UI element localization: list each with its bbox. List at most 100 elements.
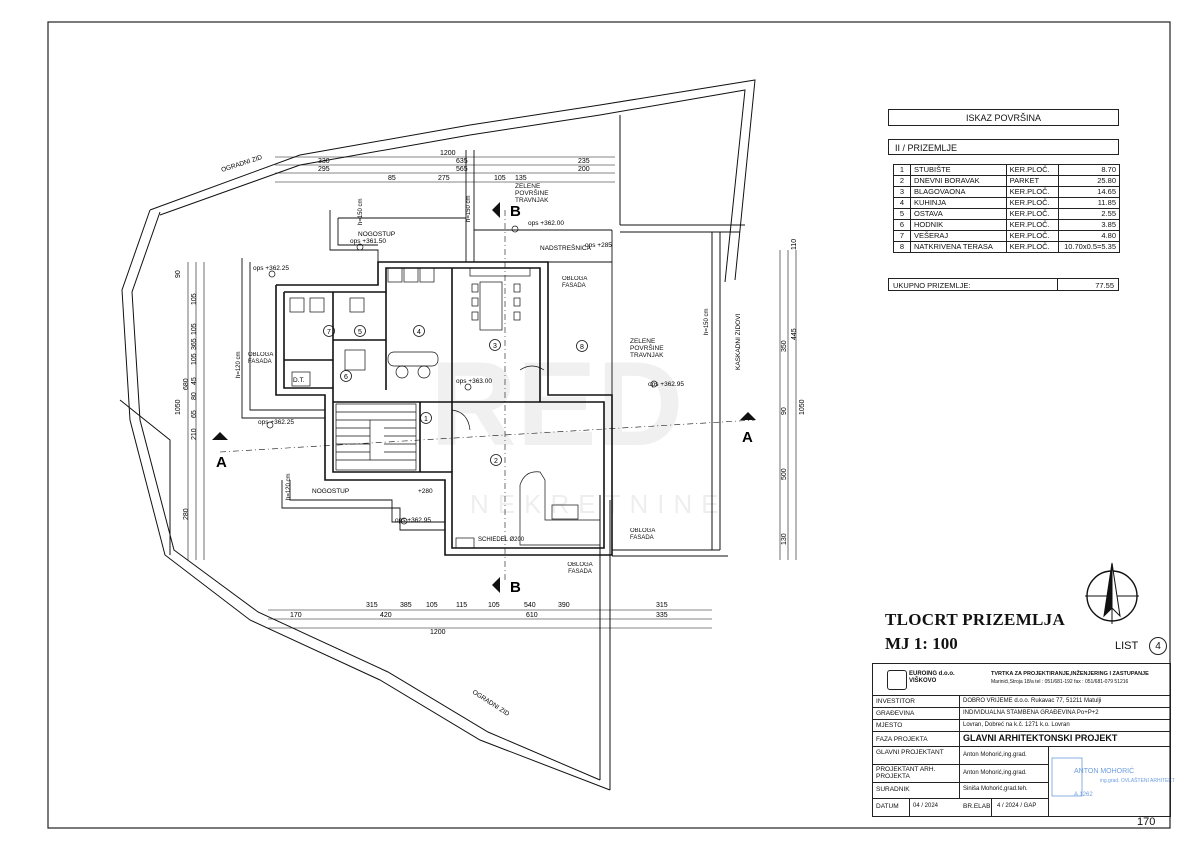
- area-cell-no: 8: [893, 241, 911, 253]
- dim-top-3a: 295: [318, 166, 330, 173]
- dt-label: D.T.: [293, 377, 305, 384]
- area-cell-name: STUBIŠTE: [910, 164, 1007, 176]
- level-markers: ops +361.50 ops +362.25 ops +362.00 ops …: [253, 220, 684, 524]
- sheet-number: 4: [1149, 637, 1167, 655]
- svg-text:90: 90: [781, 407, 788, 415]
- dim-top-4b: 275: [438, 175, 450, 182]
- height-label-2: h=120 cm: [236, 351, 242, 378]
- svg-text:3: 3: [493, 343, 497, 350]
- svg-text:680: 680: [183, 378, 190, 390]
- area-cell-floor: KER.PLOČ.: [1005, 186, 1060, 198]
- area-cell-no: 3: [893, 186, 911, 198]
- page-number: 170: [1137, 816, 1156, 828]
- area-cell-name: DNEVNI BORAVAK: [910, 175, 1007, 187]
- dim-bottom-2c: 610: [526, 612, 538, 619]
- company-logo-text: EUROING d.o.o. VIŠKOVO: [909, 671, 955, 684]
- svg-text:ing.grad. OVLAŠTENI ARHITEKT: ing.grad. OVLAŠTENI ARHITEKT: [1100, 777, 1175, 784]
- area-cell-no: 6: [893, 219, 911, 231]
- dim-bottom-1c: 105: [426, 602, 438, 609]
- area-cell-floor: KER.PLOČ.: [1005, 197, 1060, 209]
- gradevina-label: GRAĐEVINA: [876, 710, 915, 717]
- area-cell-name: OSTAVA: [910, 208, 1007, 220]
- svg-text:45: 45: [191, 377, 198, 385]
- svg-text:ops +362.95: ops +362.95: [395, 517, 431, 524]
- dim-bottom-1f: 540: [524, 602, 536, 609]
- area-table-title: ISKAZ POVRŠINA: [888, 109, 1119, 126]
- svg-text:105: 105: [191, 353, 198, 365]
- area-total-label: UKUPNO PRIZEMLJE:: [893, 281, 971, 290]
- area-cell-area: 4.80: [1058, 230, 1120, 242]
- area-cell-name: NATKRIVENA TERASA: [910, 241, 1007, 253]
- glavni-value: Anton Mohorić,ing.grad.: [963, 752, 1027, 758]
- area-cell-no: 2: [893, 175, 911, 187]
- green-area-top: ZELENE POVRŠINE TRAVNJAK: [515, 183, 549, 203]
- height-label-5: h=150 cm: [704, 308, 710, 335]
- area-cell-floor: KER.PLOČ.: [1005, 241, 1060, 253]
- section-a-left: A: [216, 454, 227, 471]
- terrace-walls: [612, 115, 745, 557]
- svg-text:1050: 1050: [799, 399, 806, 415]
- building-walls: [275, 261, 613, 556]
- title-block: EUROING d.o.o. VIŠKOVO TVRTKA ZA PROJEKT…: [872, 663, 1171, 817]
- svg-text:365: 365: [191, 338, 198, 350]
- watermark-sub: NEKRETNINE: [470, 489, 728, 519]
- obloga-label-3: OBLOGA FASADA: [630, 528, 656, 541]
- sheet-list-label: LIST: [1115, 640, 1139, 652]
- terrace-outline: [241, 150, 613, 531]
- area-cell-floor: KER.PLOČ.: [1005, 208, 1060, 220]
- svg-text:ops +362.25: ops +362.25: [258, 419, 294, 426]
- svg-text:210: 210: [191, 428, 198, 440]
- dim-bottom-1d: 115: [456, 602, 467, 609]
- datum-label: DATUM: [876, 803, 899, 810]
- faza-value: GLAVNI ARHITEKTONSKI PROJEKT: [963, 733, 1118, 743]
- dim-top-2a: 330: [318, 158, 330, 165]
- area-cell-area: 8.70: [1058, 164, 1120, 176]
- area-cell-floor: KER.PLOČ.: [1005, 219, 1060, 231]
- svg-text:ops +362.25: ops +362.25: [253, 265, 289, 272]
- svg-text:445: 445: [791, 328, 798, 340]
- schiedel-label: SCHIEDEL Ø200: [478, 537, 525, 543]
- svg-text:65: 65: [191, 410, 198, 418]
- svg-text:105: 105: [191, 293, 198, 305]
- retaining-wall-label: KASKADNI ZIDOVI: [735, 313, 742, 370]
- svg-text:105: 105: [191, 323, 198, 335]
- obloga-label-1: OBLOGA FASADA: [562, 276, 588, 289]
- area-cell-name: VEŠERAJ: [910, 230, 1007, 242]
- investitor-value: DOBRO VRIJEME d.o.o. Rukavac 77, 51211 M…: [963, 698, 1102, 704]
- room-numbers: 1 2 3 4 5 6 7 8: [327, 329, 584, 465]
- projektant-value: Anton Mohorić,ing.grad.: [963, 770, 1027, 776]
- svg-text:130: 130: [781, 533, 788, 545]
- area-cell-no: 4: [893, 197, 911, 209]
- fence-label-bottom: OGRADNI ZID: [471, 689, 511, 718]
- level-circles: [266, 225, 658, 525]
- furniture: [289, 267, 601, 549]
- dim-bottom-total: 1200: [430, 629, 446, 636]
- svg-text:80: 80: [191, 392, 198, 400]
- svg-text:1050: 1050: [175, 399, 182, 415]
- obloga-label-2: OBLOGA FASADA: [248, 352, 274, 365]
- company-address: Marinići,Stroja 18/a tel : 051/681-192 f…: [991, 679, 1129, 685]
- area-cell-floor: PARKET: [1005, 175, 1060, 187]
- architect-stamp: ANTON MOHORIĆ ing.grad. OVLAŠTENI ARHITE…: [1051, 757, 1175, 798]
- nogostup-top: NOGOSTUP: [358, 231, 395, 238]
- plan-title: TLOCRT PRIZEMLJA: [885, 610, 1066, 629]
- dim-bottom-1b: 385: [400, 602, 412, 609]
- dim-top-4a: 85: [388, 175, 396, 182]
- investitor-label: INVESTITOR: [876, 698, 915, 705]
- dim-bottom-2d: 335: [656, 612, 668, 619]
- sheet-border: [47, 21, 1171, 829]
- company-logo-icon: [887, 670, 907, 690]
- brelab-label: BR.ELAB: [963, 803, 991, 810]
- section-b-top: B: [510, 203, 521, 220]
- dim-top-2b: 635: [456, 158, 468, 165]
- dim-top-4d: 135: [515, 175, 527, 182]
- section-markers: [212, 202, 756, 593]
- area-cell-area: 2.55: [1058, 208, 1120, 220]
